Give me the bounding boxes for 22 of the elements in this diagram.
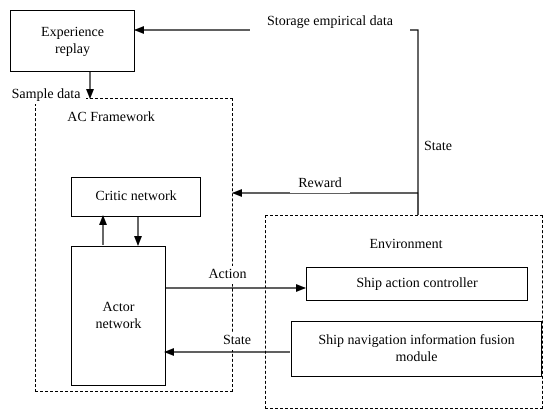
text-label: State <box>424 138 453 156</box>
box-label: Actor network <box>94 298 142 334</box>
arrow <box>165 284 306 292</box>
region-heading: AC Framework <box>66 109 156 126</box>
process-box <box>71 246 166 386</box>
region-heading: Environment <box>368 236 444 254</box>
edge-label: Reward <box>290 175 350 192</box>
box-label: Ship navigation information fusion module <box>317 332 516 366</box>
edge-label: Storage empirical data <box>250 13 410 30</box>
arrow <box>99 215 107 245</box>
arrow <box>86 72 94 99</box>
box-label: Ship action controller <box>356 275 478 293</box>
process-box <box>306 267 528 301</box>
box-label: Critic network <box>95 188 177 206</box>
process-box <box>71 177 201 217</box>
process-box <box>291 321 542 377</box>
arrow <box>232 189 419 215</box>
arrow <box>164 348 290 356</box>
process-box <box>10 10 135 72</box>
environment-region <box>265 215 543 409</box>
box-label: Experience replay <box>40 24 105 58</box>
arrow <box>134 216 142 246</box>
